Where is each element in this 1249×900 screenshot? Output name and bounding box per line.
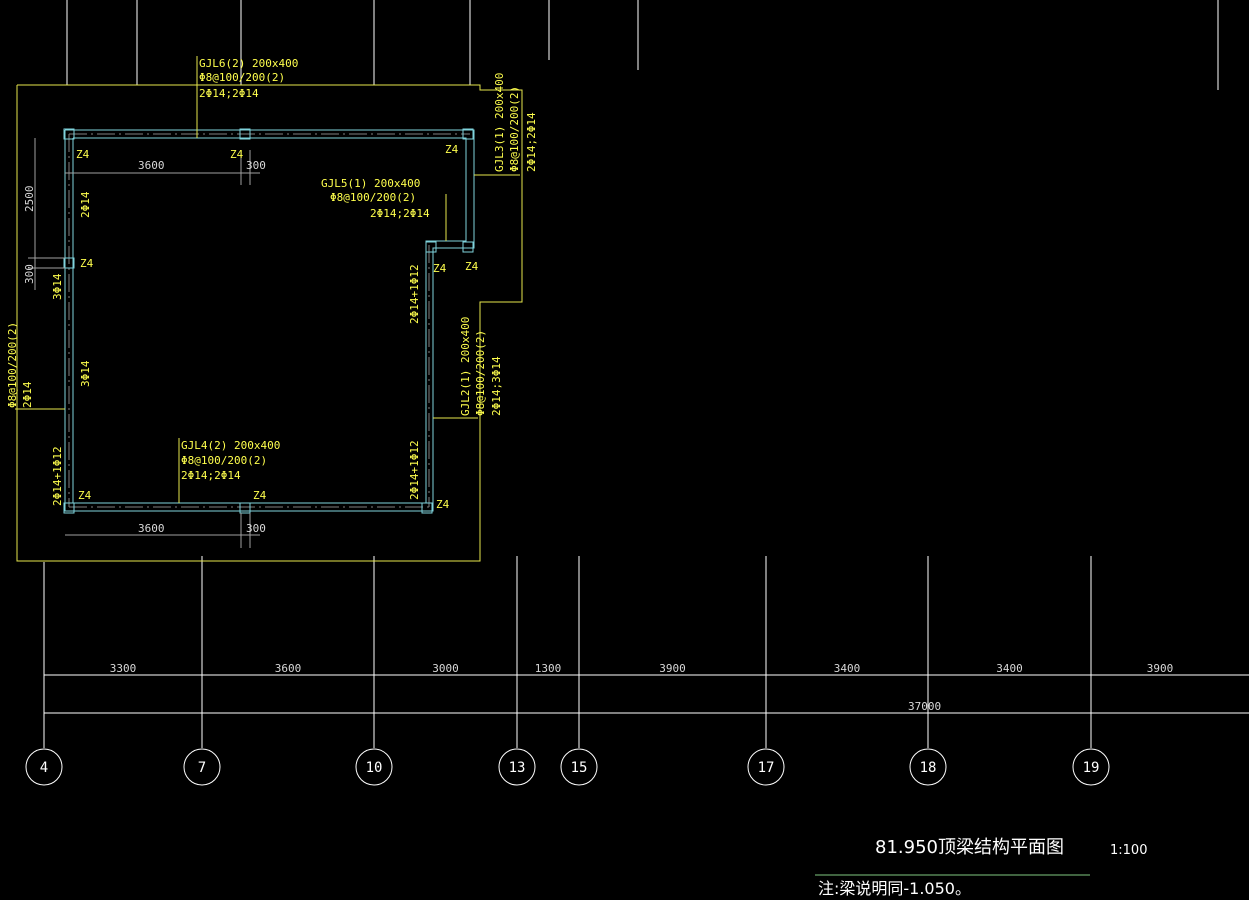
- drawing-note: 注:梁说明同-1.050。: [818, 879, 971, 898]
- axis-span-labels: 3300 3600 3000 1300 3900 3400 3400 3900: [110, 662, 1174, 675]
- gjl1-rebar: 2Φ14: [21, 381, 34, 408]
- grid-bubbles: [25, 748, 1110, 786]
- leader-lines: [15, 56, 520, 503]
- rebar-mark-right-upper: 2Φ14+1Φ12: [408, 264, 421, 324]
- grid-axis-label: 19: [1083, 760, 1100, 776]
- column-label-z4: Z4: [445, 143, 459, 156]
- dim-bottom-gap: 300: [246, 522, 266, 535]
- gjl6-name: GJL6(2) 200x400: [199, 57, 298, 70]
- gjl3-rebar: 2Φ14;2Φ14: [525, 112, 538, 172]
- axis-span-label: 3400: [834, 662, 861, 675]
- rebar-mark-right-lower: 2Φ14+1Φ12: [408, 440, 421, 500]
- axis-span-label: 3600: [275, 662, 302, 675]
- grid-labels: 4 7 10 13 15 17 18 19: [40, 760, 1100, 776]
- axis-dims: [44, 674, 1249, 714]
- gjl3-name: GJL3(1) 200x400: [493, 73, 506, 172]
- drawing-scale: 1:100: [1110, 843, 1147, 858]
- rebar-mark-left-mid-a: 3Φ14: [51, 273, 64, 300]
- dim-bottom-span: 3600: [138, 522, 165, 535]
- gjl5-name: GJL5(1) 200x400: [321, 177, 420, 190]
- gjl6-rebar: 2Φ14;2Φ14: [199, 87, 259, 100]
- grid-axis-label: 10: [366, 760, 383, 776]
- grid-axis-label: 4: [40, 760, 48, 776]
- gjl5-rebar: 2Φ14;2Φ14: [370, 207, 430, 220]
- drawing-title: 81.950顶梁结构平面图: [875, 837, 1064, 858]
- rebar-mark-left-mid-b: 3Φ14: [79, 360, 92, 387]
- grid-axis-label: 7: [198, 760, 206, 776]
- column-label-z4: Z4: [465, 260, 479, 273]
- column-label-z4: Z4: [76, 148, 90, 161]
- dim-left-gap: 300: [23, 264, 36, 284]
- axis-span-label: 3900: [1147, 662, 1174, 675]
- column-label-z4: Z4: [80, 257, 94, 270]
- gjl4-name: GJL4(2) 200x400: [181, 439, 280, 452]
- rebar-mark-left-bottom: 2Φ14+1Φ12: [51, 446, 64, 506]
- gjl2-name: GJL2(1) 200x400: [459, 317, 472, 416]
- dim-top-gap: 300: [246, 159, 266, 172]
- gjl3-stirrup: Φ8@100/200(2): [508, 86, 521, 172]
- column-label-z4: Z4: [78, 489, 92, 502]
- axis-span-label: 3000: [432, 662, 459, 675]
- grid-axis-label: 17: [758, 760, 775, 776]
- gjl5-stirrup: Φ8@100/200(2): [330, 191, 416, 204]
- column-label-z4: Z4: [433, 262, 447, 275]
- axis-span-label: 3300: [110, 662, 137, 675]
- dim-total: 37000: [908, 700, 941, 713]
- dim-left-span: 2500: [23, 186, 36, 213]
- column-label-z4: Z4: [230, 148, 244, 161]
- gjl1-stirrup: Φ8@100/200(2): [6, 322, 19, 408]
- outer-boundary: [16, 84, 523, 562]
- gjl2-rebar: 2Φ14;3Φ14: [490, 356, 503, 416]
- dim-top-span: 3600: [138, 159, 165, 172]
- grid-axis-label: 15: [571, 760, 588, 776]
- gjl4-stirrup: Φ8@100/200(2): [181, 454, 267, 467]
- grid-lines-top: [66, 0, 1219, 90]
- gjl2-stirrup: Φ8@100/200(2): [474, 330, 487, 416]
- grid-lines-bottom: [43, 556, 1092, 748]
- column-label-z4: Z4: [253, 489, 267, 502]
- gjl6-stirrup: Φ8@100/200(2): [199, 71, 285, 84]
- axis-span-label: 3400: [996, 662, 1023, 675]
- axis-span-label: 3900: [659, 662, 686, 675]
- rebar-mark-left-top: 2Φ14: [79, 191, 92, 218]
- beam-centerlines: [68, 133, 470, 508]
- columns: [63, 128, 474, 514]
- gjl4-rebar: 2Φ14;2Φ14: [181, 469, 241, 482]
- grid-axis-label: 18: [920, 760, 937, 776]
- grid-axis-label: 13: [509, 760, 526, 776]
- column-label-z4: Z4: [436, 498, 450, 511]
- axis-span-label: 1300: [535, 662, 562, 675]
- local-dims: [28, 138, 260, 548]
